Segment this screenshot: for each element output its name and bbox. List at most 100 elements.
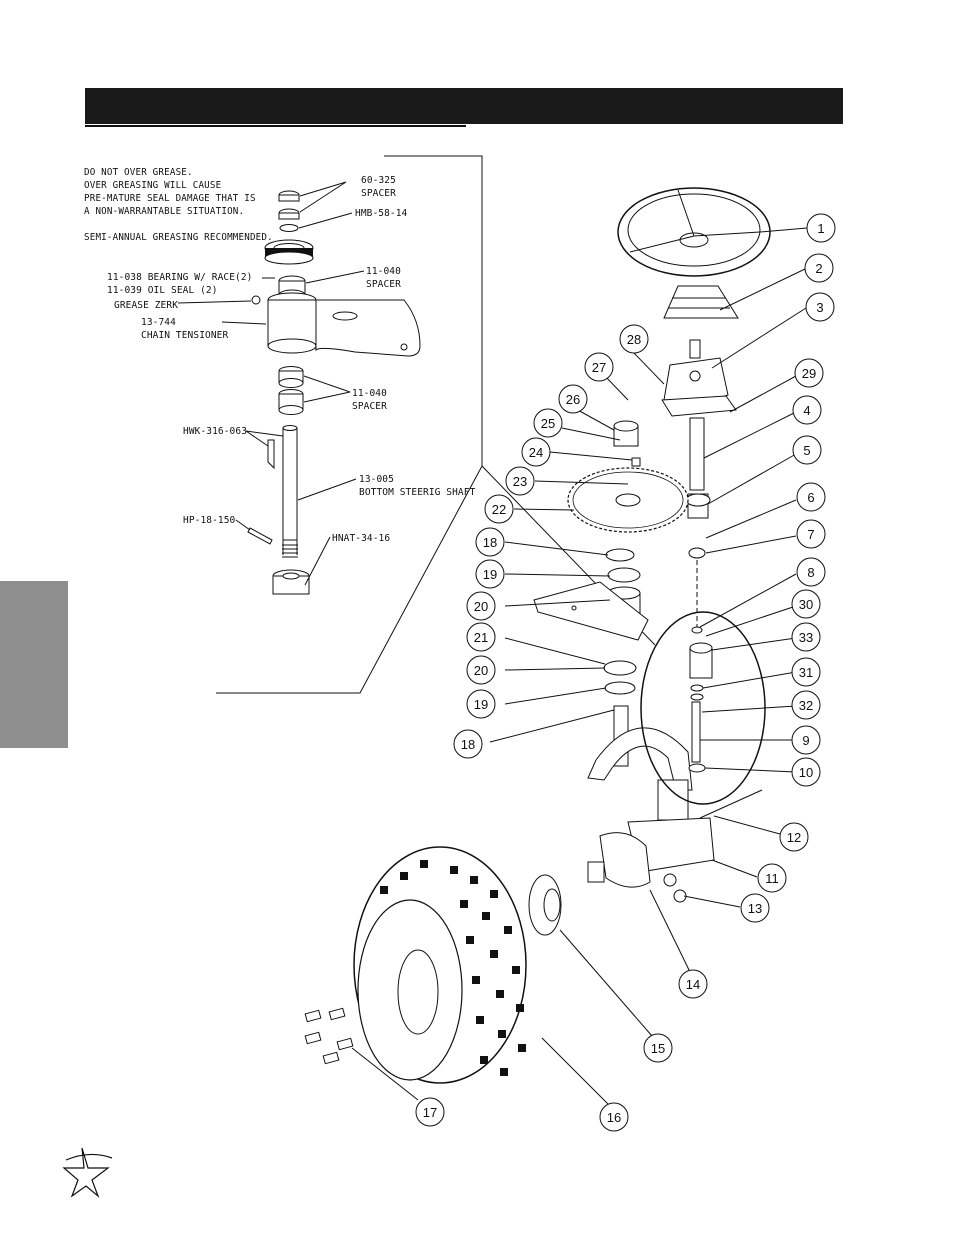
drive-sprocket xyxy=(567,467,689,533)
callout-7: 7 xyxy=(796,519,826,549)
detail-shaft-parts xyxy=(688,626,713,773)
callout-18-top: 18 xyxy=(475,527,505,557)
u-joint xyxy=(685,493,711,519)
callout-13: 13 xyxy=(740,893,770,923)
detail-label: BOTTOM STEERIG SHAFT xyxy=(359,487,476,498)
grease-warning-line-4: A NON-WARRANTABLE SITUATION. xyxy=(84,206,245,217)
callout-3: 3 xyxy=(805,292,835,322)
callout-2: 2 xyxy=(804,253,834,283)
detail-label: SPACER xyxy=(352,401,387,412)
detail-label: 11-039 OIL SEAL (2) xyxy=(107,285,218,296)
callout-15: 15 xyxy=(643,1033,673,1063)
detail-label: HMB-58-14 xyxy=(355,208,408,219)
mounting-plate xyxy=(533,581,649,641)
detail-label: CHAIN TENSIONER xyxy=(141,330,229,341)
callout-19-top: 19 xyxy=(475,559,505,589)
callout-leader-lines xyxy=(351,227,808,1105)
sprocket-hub xyxy=(613,420,641,467)
star-swoosh-logo-icon xyxy=(62,1147,113,1198)
detail-label: 13-744 xyxy=(141,317,176,328)
callout-number: 15 xyxy=(651,1041,665,1056)
callout-number: 4 xyxy=(803,403,810,418)
callout-6: 6 xyxy=(796,482,826,512)
callout-22: 22 xyxy=(484,494,514,524)
detail-label: GREASE ZERK xyxy=(114,300,179,311)
callout-number: 19 xyxy=(483,567,497,582)
callout-20-top: 20 xyxy=(466,591,496,621)
detail-label: HP-18-150 xyxy=(183,515,236,526)
callout-12: 12 xyxy=(779,822,809,852)
callout-number: 20 xyxy=(474,663,488,678)
detail-label: HWK-316-063 xyxy=(183,426,248,437)
callout-20-bottom: 20 xyxy=(466,655,496,685)
detail-bottom-steering-shaft xyxy=(282,425,298,558)
section-title-bar xyxy=(85,88,843,124)
callout-number: 3 xyxy=(816,300,823,315)
detail-key-hwk xyxy=(267,439,275,470)
callout-number: 26 xyxy=(566,392,580,407)
callout-number: 1 xyxy=(817,221,824,236)
callout-10: 10 xyxy=(791,757,821,787)
callout-number: 30 xyxy=(799,597,813,612)
callout-number: 32 xyxy=(799,698,813,713)
callout-number: 28 xyxy=(627,332,641,347)
callout-25: 25 xyxy=(533,408,563,438)
callout-number: 16 xyxy=(607,1110,621,1125)
callout-number: 18 xyxy=(483,535,497,550)
callout-number: 9 xyxy=(802,733,809,748)
callout-markers: 1 2 3 28 27 29 26 4 25 24 5 23 6 22 7 18… xyxy=(415,213,836,1132)
hex-nut-7 xyxy=(688,547,706,559)
callout-number: 24 xyxy=(529,445,543,460)
callout-number: 5 xyxy=(803,443,810,458)
detail-label: 60-325 xyxy=(361,175,396,186)
detail-leader-lines xyxy=(177,181,365,586)
detail-nut-hnat xyxy=(272,569,310,595)
fork-yoke xyxy=(587,705,693,821)
detail-spacer-11-040-bottom xyxy=(278,366,304,415)
detail-label: 11-040 xyxy=(352,388,387,399)
callout-number: 20 xyxy=(474,599,488,614)
callout-18-bottom: 18 xyxy=(453,729,483,759)
detail-label: SPACER xyxy=(361,188,396,199)
callout-21: 21 xyxy=(466,622,496,652)
callout-number: 10 xyxy=(799,765,813,780)
detail-pin-hp xyxy=(247,527,273,545)
callout-number: 23 xyxy=(513,474,527,489)
callout-number: 27 xyxy=(592,360,606,375)
wheel-hub xyxy=(528,874,562,936)
callout-29: 29 xyxy=(794,358,824,388)
callout-31: 31 xyxy=(791,657,821,687)
callout-number: 33 xyxy=(799,630,813,645)
gearbox-mount-plate xyxy=(661,395,737,417)
detail-grease-zerk-icon xyxy=(251,295,261,305)
callout-9: 9 xyxy=(791,725,821,755)
callout-number: 7 xyxy=(807,527,814,542)
detail-spacer-60-325 xyxy=(278,190,300,220)
detail-label: 11-040 xyxy=(366,266,401,277)
callout-11: 11 xyxy=(757,863,787,893)
callout-number: 6 xyxy=(807,490,814,505)
callout-28: 28 xyxy=(619,324,649,354)
side-section-tab xyxy=(0,581,68,748)
callout-number: 2 xyxy=(815,261,822,276)
steering-boot xyxy=(663,285,739,319)
lug-bolts xyxy=(304,1007,354,1065)
hydraulic-fittings xyxy=(663,873,687,903)
callout-number: 22 xyxy=(492,502,506,517)
callout-32: 32 xyxy=(791,690,821,720)
callout-number: 8 xyxy=(807,565,814,580)
grease-interval-note: SEMI-ANNUAL GREASING RECOMMENDED. xyxy=(84,232,273,243)
callout-26: 26 xyxy=(558,384,588,414)
detail-label: 13-005 xyxy=(359,474,394,485)
hydraulic-motor-gearbox xyxy=(587,789,763,888)
callout-1: 1 xyxy=(806,213,836,243)
callout-number: 25 xyxy=(541,416,555,431)
callout-27: 27 xyxy=(584,352,614,382)
grease-warning-line-1: DO NOT OVER GREASE. xyxy=(84,167,193,178)
callout-24: 24 xyxy=(521,437,551,467)
lower-bearings xyxy=(603,660,637,695)
callout-number: 31 xyxy=(799,665,813,680)
callout-17: 17 xyxy=(415,1097,445,1127)
grease-warning-line-3: PRE-MATURE SEAL DAMAGE THAT IS xyxy=(84,193,256,204)
callout-number: 11 xyxy=(765,871,779,886)
